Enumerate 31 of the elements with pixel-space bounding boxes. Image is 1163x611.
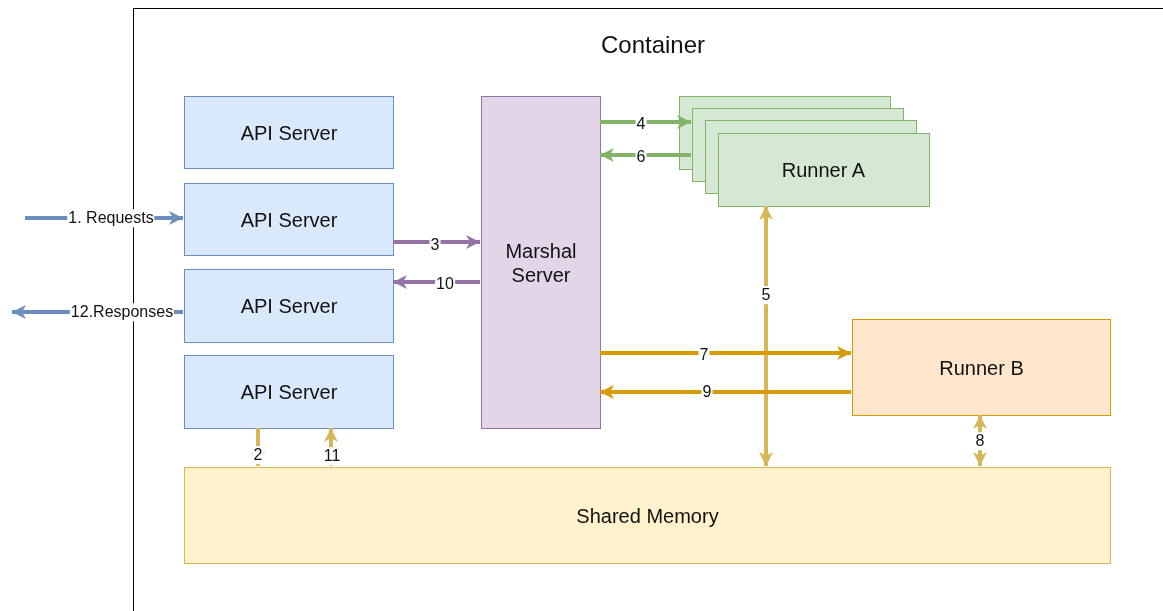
edge-label: 8 (974, 432, 986, 450)
arrow (393, 235, 480, 249)
edge-label: 1. Requests (67, 209, 155, 227)
node-label: API Server (239, 120, 339, 145)
node-label: Runner A (780, 157, 867, 182)
arrow (600, 385, 851, 399)
node-label: Marshal Server (504, 238, 578, 287)
process-box (852, 319, 1111, 416)
stacked-process-box (679, 96, 930, 207)
node-label: Runner B (938, 355, 1025, 380)
process-box (184, 183, 394, 256)
arrow (251, 428, 265, 466)
edge-label: 2 (252, 446, 264, 464)
process-box (184, 355, 394, 429)
process-box (184, 96, 394, 169)
edge-label: 5 (760, 286, 772, 304)
arrow (393, 275, 480, 289)
edge-label: 11 (322, 447, 342, 465)
node-label: API Server (239, 380, 339, 404)
arrow (759, 206, 773, 466)
arrow (600, 148, 691, 162)
node-label: API Server (239, 294, 339, 318)
arrow (600, 115, 691, 129)
edge-label: 12.Responses (69, 303, 175, 321)
node-label: Shared Memory (575, 503, 720, 528)
process-box (481, 96, 601, 429)
node-label: API Server (239, 207, 339, 232)
arrow (600, 346, 851, 360)
container-title: Container (599, 31, 707, 60)
memory-band (184, 467, 1111, 564)
process-box (184, 269, 394, 343)
